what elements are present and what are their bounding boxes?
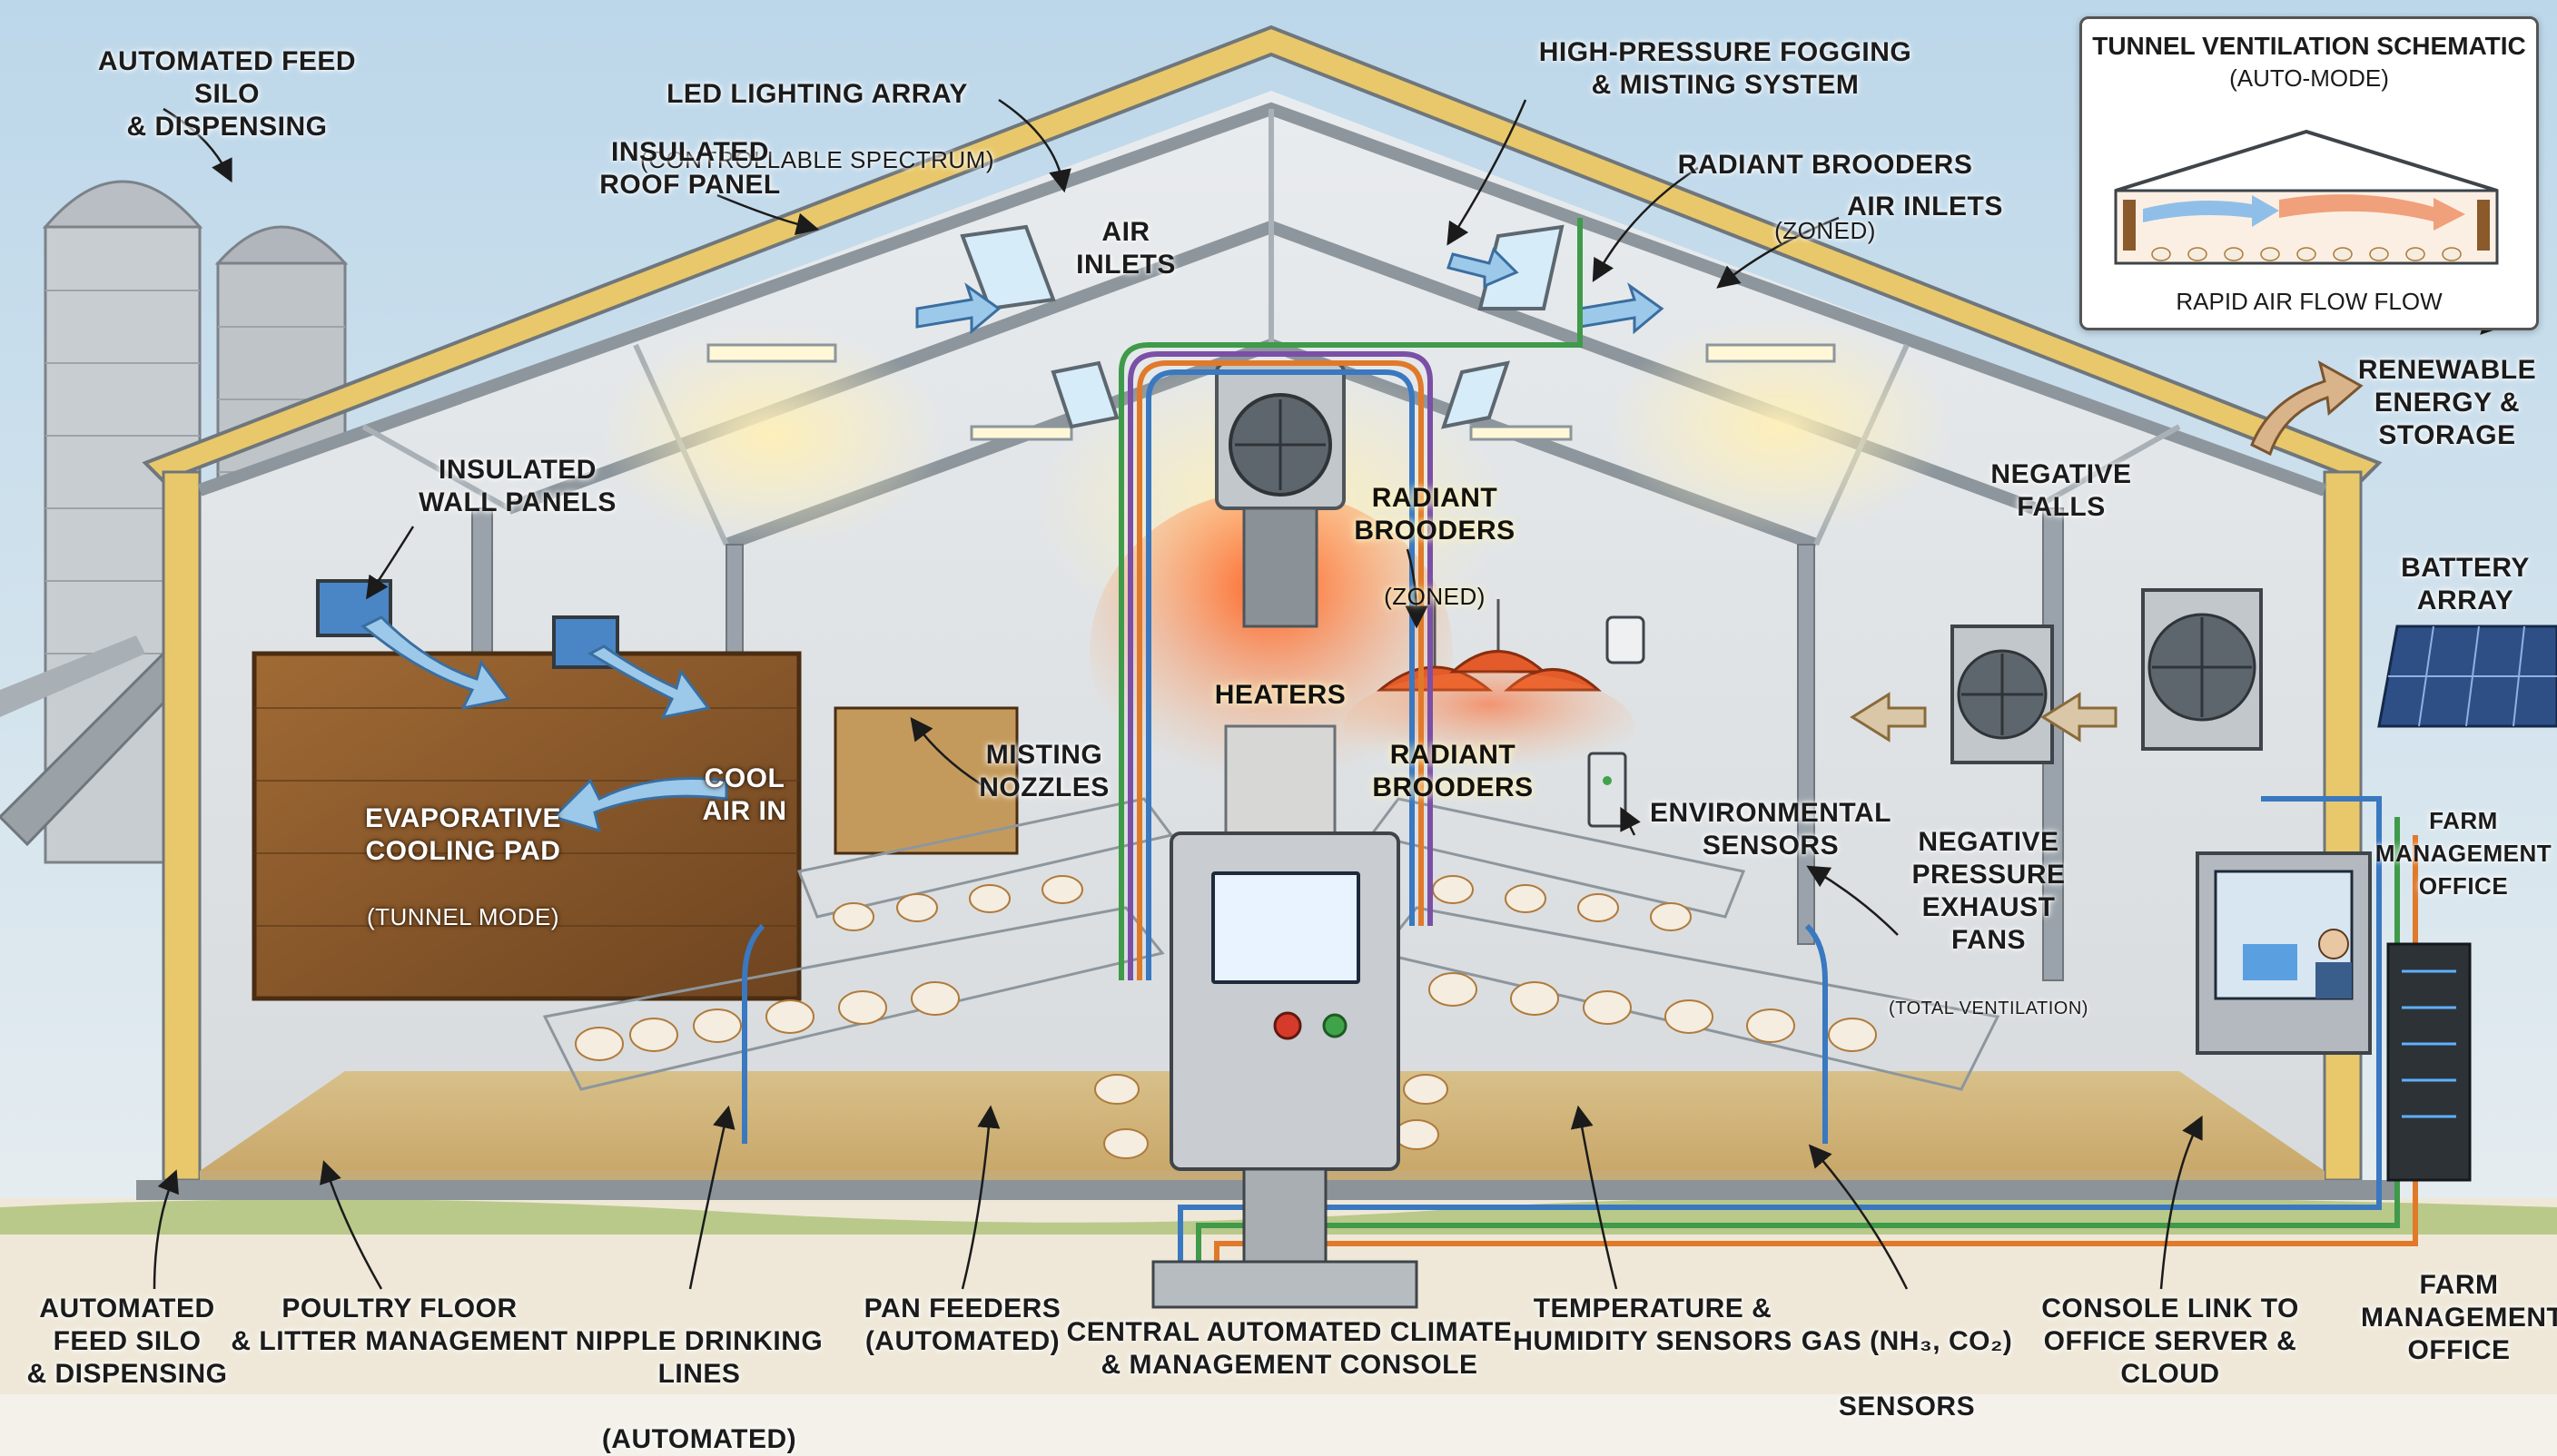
label-bottom-pan: PAN FEEDERS (AUTOMATED) — [864, 1294, 1061, 1356]
radiant-brooders — [1344, 599, 1634, 781]
label-exhaust-title: NEGATIVE PRESSURE EXHAUST FANS — [1911, 827, 2066, 955]
label-bottom-link: CONSOLE LINK TO OFFICE SERVER & CLOUD — [2041, 1294, 2299, 1389]
label-radiant-low: RADIANT BROODERS — [1372, 740, 1534, 802]
label-cooling-pad: EVAPORATIVE COOLING PAD (TUNNEL MODE) — [327, 770, 599, 933]
label-gas-title: GAS (NH₃, CO₂) — [1801, 1326, 2013, 1356]
leader-lines — [153, 98, 2525, 1290]
label-insulated-wall: INSULATED WALL PANELS — [419, 455, 617, 517]
renewable-arrow — [2250, 360, 2364, 457]
farm-office — [2196, 851, 2472, 1182]
label-exhaust-fans: NEGATIVE PRESSURE EXHAUST FANS (TOTAL VE… — [1871, 793, 2107, 1025]
environmental-sensor — [1587, 615, 1645, 828]
inset-caption: RAPID AIR FLOW FLOW — [2176, 288, 2443, 315]
label-environmental-sensors: ENVIRONMENTAL SENSORS — [1650, 798, 1891, 861]
label-radiant-mid-sub: (ZONED) — [1384, 583, 1486, 610]
inset-subtitle: (AUTO-MODE) — [2229, 64, 2389, 92]
label-misting: MISTING NOZZLES — [979, 740, 1110, 802]
label-bottom-floor: POULTRY FLOOR & LITTER MANAGEMENT — [231, 1294, 568, 1356]
label-led-title: LED LIGHTING ARRAY — [666, 79, 968, 109]
label-fogging: HIGH-PRESSURE FOGGING & MISTING SYSTEM — [1538, 37, 1912, 100]
label-air-inlets-right: AIR INLETS — [1847, 192, 2003, 221]
label-nipple-sub: (AUTOMATED) — [601, 1424, 797, 1454]
label-radiant-top-title: RADIANT BROODERS — [1677, 150, 1973, 180]
inset-title: TUNNEL VENTILATION SCHEMATIC — [2092, 32, 2526, 60]
label-radiant-top-sub: (ZONED) — [1774, 217, 1876, 244]
label-led-sub: (CONTROLLABLE SPECTRUM) — [640, 146, 994, 173]
label-silo-top: AUTOMATED FEED SILO & DISPENSING — [97, 46, 357, 142]
label-cooling-pad-title: EVAPORATIVE COOLING PAD — [364, 803, 562, 866]
label-nipple-title: NIPPLE DRINKING LINES — [575, 1326, 824, 1389]
label-exhaust-sub: (TOTAL VENTILATION) — [1889, 999, 2088, 1018]
label-negative-falls: NEGATIVE FALLS — [1990, 459, 2132, 522]
label-bottom-temp: TEMPERATURE & HUMIDITY SENSORS — [1513, 1294, 1792, 1356]
label-air-inlets-center: AIR INLETS — [1076, 217, 1176, 280]
label-cool-air: COOL AIR IN — [702, 763, 787, 826]
console-screen — [1211, 871, 1360, 984]
exhaust-fans — [1850, 588, 2263, 764]
label-bottom-office: FARM MANAGEMENT OFFICE — [2361, 1270, 2557, 1365]
label-renewable: RENEWABLE ENERGY & STORAGE — [2357, 355, 2537, 450]
label-bottom-silo: AUTOMATED FEED SILO & DISPENSING — [26, 1294, 228, 1389]
label-radiant-top: RADIANT BROODERS (ZONED) — [1662, 116, 1989, 247]
label-radiant-mid-title: RADIANT BROODERS — [1354, 483, 1515, 546]
label-battery: BATTERY ARRAY — [2401, 553, 2530, 615]
label-bottom-gas: GAS (NH₃, CO₂) SENSORS — [1789, 1293, 2025, 1423]
label-cooling-pad-sub: (TUNNEL MODE) — [366, 903, 560, 930]
solar-panels — [2377, 625, 2557, 728]
chickens — [575, 875, 1877, 1159]
tunnel-ventilation-inset: TUNNEL VENTILATION SCHEMATIC (AUTO-MODE)… — [2079, 16, 2539, 330]
label-radiant-mid: RADIANT BROODERS (ZONED) — [1317, 449, 1553, 613]
air-inlet-skylights — [960, 224, 1565, 429]
label-insulated-roof: INSULATED ROOF PANEL — [599, 137, 781, 200]
air-flow-arrows — [360, 247, 1664, 833]
label-gas-sub: SENSORS — [1838, 1392, 1976, 1422]
label-bottom-console: CENTRAL AUTOMATED CLIMATE & MANAGEMENT C… — [1066, 1317, 1513, 1380]
label-heaters: HEATERS — [1214, 680, 1347, 710]
label-led-lighting: LED LIGHTING ARRAY (CONTROLLABLE SPECTRU… — [617, 45, 1017, 176]
label-bottom-nipple: NIPPLE DRINKING LINES (AUTOMATED) — [563, 1293, 835, 1456]
label-farm-office-right: FARM MANAGEMENT OFFICE — [2374, 807, 2552, 900]
